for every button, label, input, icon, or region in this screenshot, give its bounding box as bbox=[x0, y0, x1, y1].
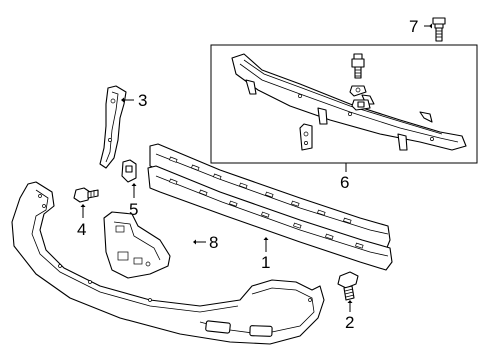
bumper-fascia bbox=[11, 181, 325, 345]
leader-1 bbox=[263, 237, 269, 252]
impact-bar bbox=[147, 143, 393, 271]
leader-8 bbox=[193, 239, 206, 245]
leader-4 bbox=[80, 204, 86, 218]
box-nuts bbox=[349, 85, 371, 111]
bracket-vertical bbox=[99, 85, 127, 169]
callout-8: 8 bbox=[209, 233, 218, 252]
reinforcement-bar bbox=[231, 53, 467, 151]
callout-3: 3 bbox=[138, 91, 147, 110]
callout-7: 7 bbox=[409, 17, 418, 36]
bracket-lower bbox=[103, 211, 171, 279]
callout-2: 2 bbox=[345, 313, 354, 332]
bolt-lower bbox=[337, 271, 359, 301]
callout-5: 5 bbox=[129, 200, 138, 219]
leader-2 bbox=[347, 300, 353, 312]
box-bolt bbox=[351, 53, 365, 79]
callout-4: 4 bbox=[77, 220, 86, 239]
detail-box-6 bbox=[210, 44, 478, 172]
callout-1: 1 bbox=[261, 253, 270, 272]
callout-6: 6 bbox=[340, 173, 349, 192]
impact-bar-slots bbox=[169, 156, 364, 249]
leader-5 bbox=[131, 183, 137, 198]
clip bbox=[121, 159, 137, 183]
leader-3 bbox=[121, 97, 134, 103]
box-bracket bbox=[299, 123, 313, 151]
bolt-left bbox=[73, 187, 99, 203]
leader-7 bbox=[424, 23, 432, 29]
bolt-top bbox=[432, 17, 446, 42]
